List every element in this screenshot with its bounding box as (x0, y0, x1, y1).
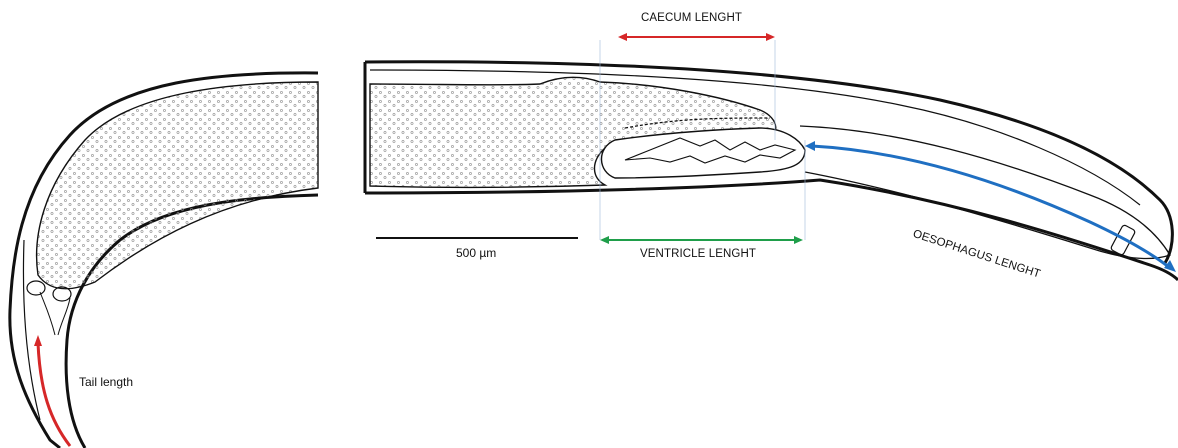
scale-bar-label: 500 µm (456, 246, 496, 260)
tail-intestine (37, 82, 318, 289)
caecum-length-arrow (618, 33, 775, 41)
tail-length-label: Tail length (79, 375, 133, 389)
tail-fragment (10, 73, 318, 448)
anterior-ventral-wall (365, 180, 1178, 280)
tail-length-arrowhead (34, 335, 42, 346)
ventricle-length-label: VENTRICLE LENGHT (640, 248, 756, 260)
anal-gland-left (27, 281, 45, 295)
oesophagus (800, 126, 1170, 259)
caecum-length-label: CAECUM LENGHT (641, 12, 742, 24)
ventricle-length-arrow (600, 236, 803, 244)
